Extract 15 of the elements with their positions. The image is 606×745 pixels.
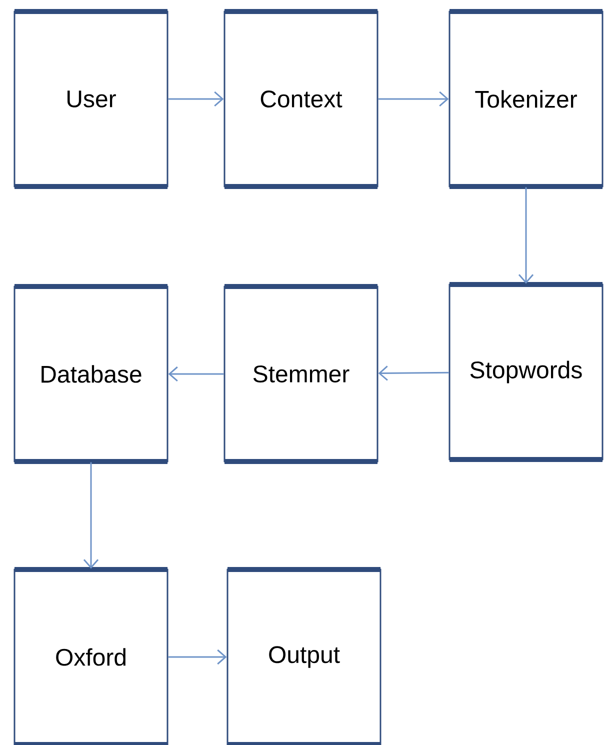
arrow <box>83 462 99 569</box>
process-box: User <box>14 9 168 189</box>
process-box: Output <box>226 567 382 745</box>
process-box: Context <box>224 9 378 189</box>
arrow <box>378 91 449 107</box>
arrow <box>168 366 224 382</box>
process-box: Tokenizer <box>448 9 604 189</box>
process-box: Database <box>14 284 168 464</box>
arrow <box>168 91 224 107</box>
process-box: Stemmer <box>224 284 378 464</box>
process-box: Stopwords <box>448 282 604 462</box>
arrow <box>518 187 534 284</box>
process-box: Oxford <box>14 567 168 745</box>
arrow <box>378 366 449 381</box>
arrow <box>168 649 227 665</box>
